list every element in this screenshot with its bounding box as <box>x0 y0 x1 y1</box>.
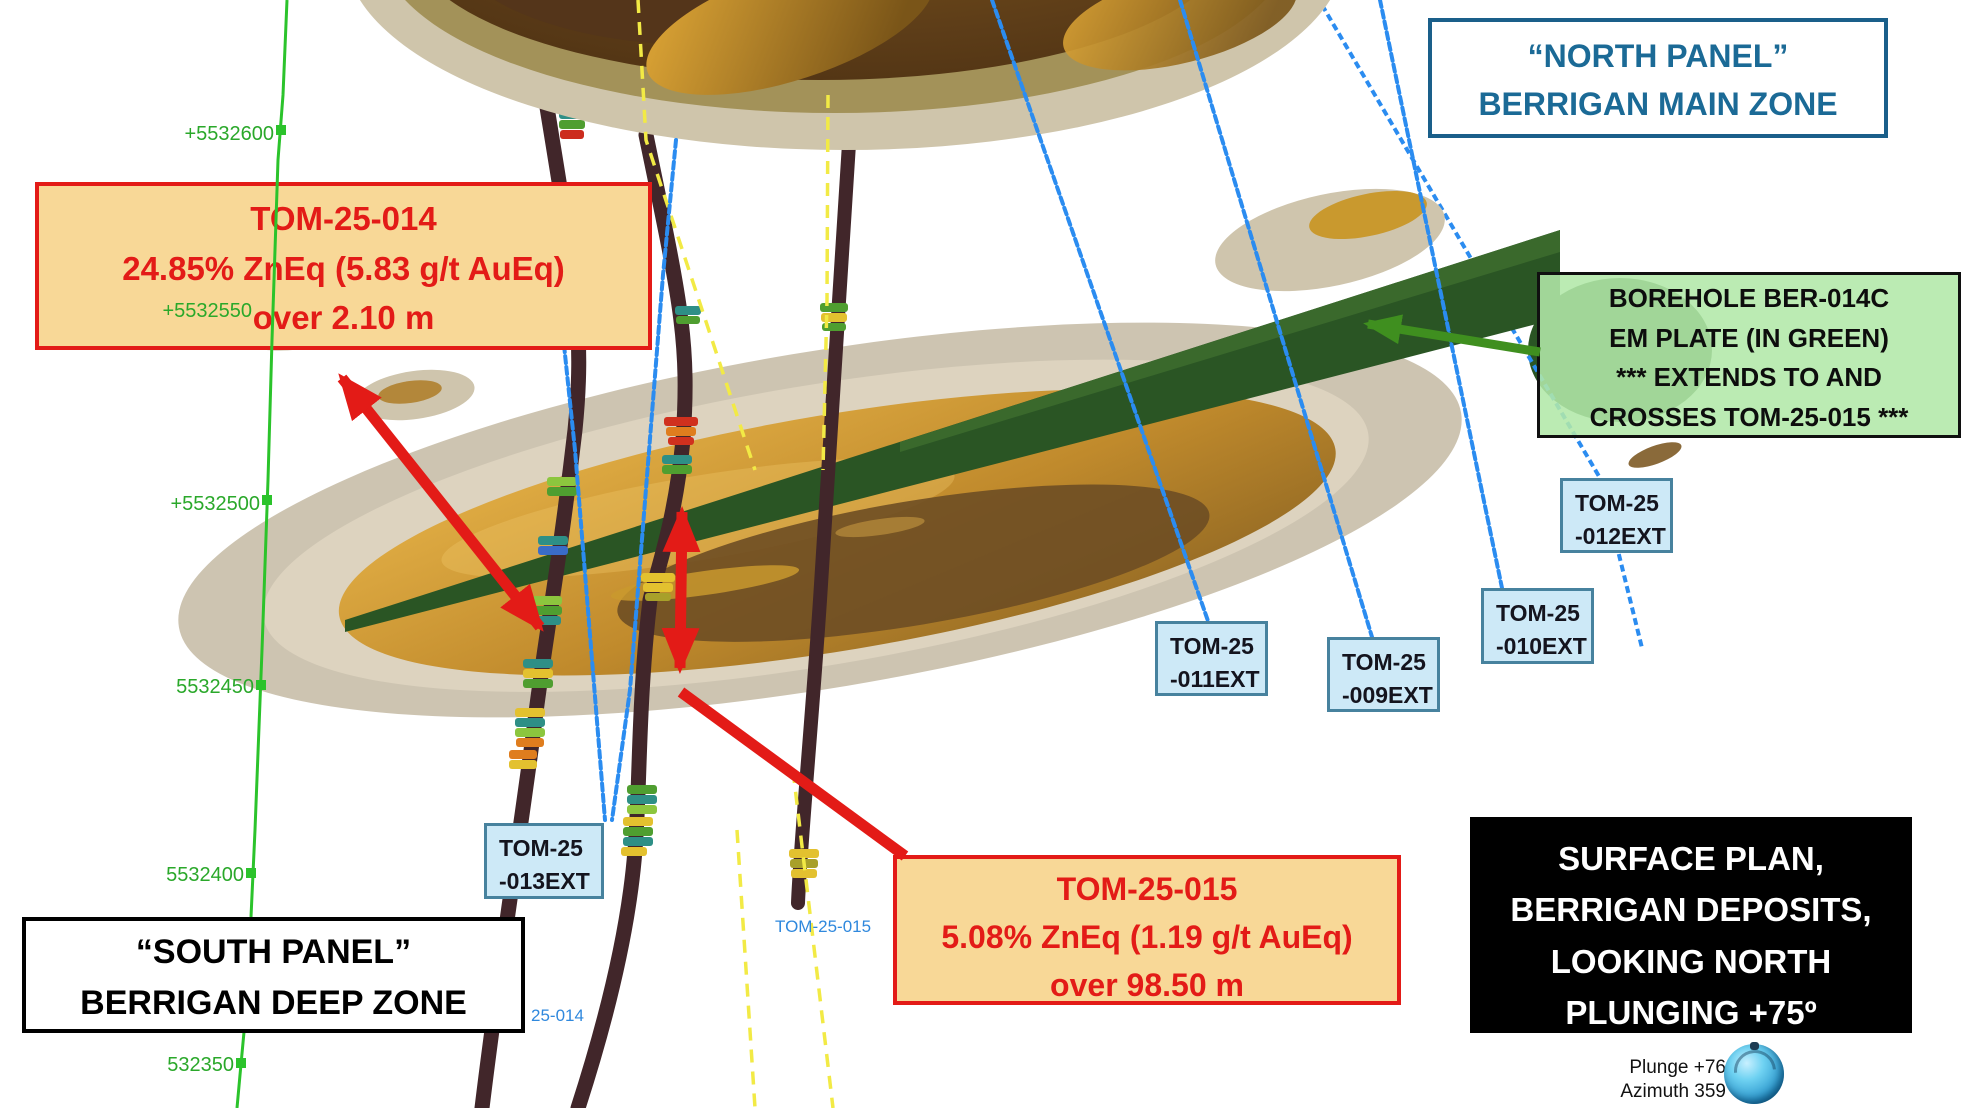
hole-label-line: -012EXT <box>1575 523 1666 550</box>
orientation-sphere-widget[interactable] <box>1724 1042 1784 1104</box>
hole-label-line: TOM-25 <box>1342 649 1426 675</box>
em-plate-note-box: BOREHOLE BER-014C EM PLATE (IN GREEN) **… <box>1537 272 1961 438</box>
hole-label-line: -009EXT <box>1342 682 1433 709</box>
hole-label-line: TOM-25 <box>1575 490 1659 516</box>
assay-interval: over 2.10 m <box>252 299 435 336</box>
hole-label-tom-25-011ext: TOM-25 -011EXT <box>1155 621 1268 696</box>
panel-title-line: BERRIGAN MAIN ZONE <box>1478 86 1838 122</box>
panel-title-line: BERRIGAN DEEP ZONE <box>80 984 467 1022</box>
plunge-value: Plunge +76 <box>1629 1057 1726 1078</box>
assay-grade: 5.08% ZnEq (1.19 g/t AuEq) <box>941 919 1353 955</box>
panel-title-line: “NORTH PANEL” <box>1527 38 1789 74</box>
ore-sliver <box>835 516 925 538</box>
view-info-line: BERRIGAN DEPOSITS, <box>1510 891 1872 929</box>
assay-grade: 24.85% ZnEq (5.83 g/t AuEq) <box>122 249 565 287</box>
em-plate <box>345 230 1560 632</box>
drillhole-line-010ext <box>1378 0 1504 590</box>
view-info-box: SURFACE PLAN, BERRIGAN DEPOSITS, LOOKING… <box>1470 817 1912 1033</box>
drillhole-line-011ext <box>990 0 1210 623</box>
south-panel-title-box: “SOUTH PANEL” BERRIGAN DEEP ZONE <box>22 917 525 1033</box>
orientation-readout: Plunge +76 Azimuth 359 <box>1596 1056 1726 1104</box>
em-note-line: *** EXTENDS TO AND <box>1616 362 1882 393</box>
hole-label-tom-25-010ext: TOM-25 -010EXT <box>1481 588 1594 664</box>
assay-interval: over 98.50 m <box>1050 967 1244 1003</box>
assay-result-box-tom-25-014: TOM-25-014 24.85% ZnEq (5.83 g/t AuEq) o… <box>35 182 652 350</box>
hole-label-tom-25-013ext: TOM-25 -013EXT <box>484 823 604 899</box>
em-note-line: EM PLATE (IN GREEN) <box>1609 322 1889 353</box>
hole-label-tom-25-009ext: TOM-25 -009EXT <box>1327 637 1440 712</box>
hole-label-line: TOM-25 <box>499 835 583 861</box>
view-info-line: SURFACE PLAN, <box>1558 840 1824 877</box>
north-ore-body <box>360 0 1330 150</box>
hole-label-line: -011EXT <box>1170 666 1260 693</box>
panel-title-line: “SOUTH PANEL” <box>135 933 412 971</box>
hole-label-line: TOM-25 <box>1170 633 1254 659</box>
assay-result-box-tom-25-015: TOM-25-015 5.08% ZnEq (1.19 g/t AuEq) ov… <box>893 855 1401 1005</box>
azimuth-value: Azimuth 359 <box>1620 1080 1726 1102</box>
hole-id: TOM-25-015 <box>1056 871 1238 907</box>
hole-id: TOM-25-014 <box>250 200 437 237</box>
view-info-line: PLUNGING +75º <box>1565 994 1817 1032</box>
drillhole-line-013ext-b <box>610 138 678 822</box>
hole-label-line: -010EXT <box>1496 633 1587 660</box>
north-panel-title-box: “NORTH PANEL” BERRIGAN MAIN ZONE <box>1428 18 1888 138</box>
hole-label-tom-25-012ext: TOM-25 -012EXT <box>1560 478 1673 553</box>
hole-label-line: -013EXT <box>499 868 590 895</box>
hole-label-line: TOM-25 <box>1496 600 1580 626</box>
em-note-line: BOREHOLE BER-014C <box>1608 283 1890 313</box>
view-info-line: LOOKING NORTH <box>1550 942 1832 980</box>
em-note-line: CROSSES TOM-25-015 *** <box>1589 401 1909 432</box>
drillhole-line-009ext <box>1178 0 1374 639</box>
